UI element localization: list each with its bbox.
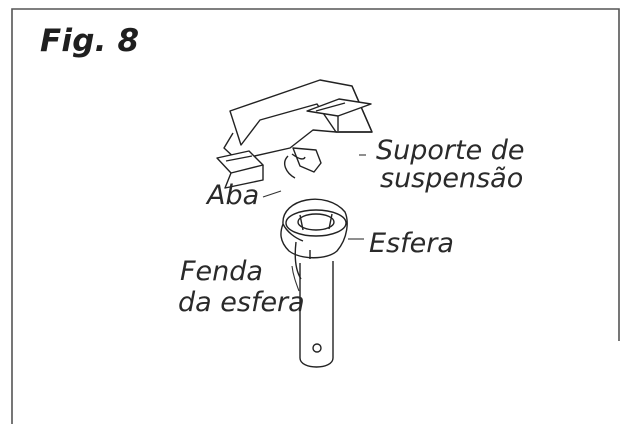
ball-label: Esfera xyxy=(369,228,454,259)
flap-leader-line xyxy=(262,190,282,198)
leader-lines xyxy=(262,154,366,292)
ball-slot-label-line2: da esfera xyxy=(178,287,305,318)
ball-assembly xyxy=(280,198,348,368)
hanging-bracket xyxy=(216,79,373,189)
ball-slot-label-line1: Fenda xyxy=(180,256,263,287)
flap-label: Aba xyxy=(207,180,260,211)
panel-border xyxy=(11,8,620,424)
support-label-line1: Suporte de xyxy=(376,135,525,166)
figure-title: Fig. 8 xyxy=(40,23,140,59)
slot-leader-line xyxy=(291,265,300,292)
support-label-line2: suspensão xyxy=(380,163,524,194)
